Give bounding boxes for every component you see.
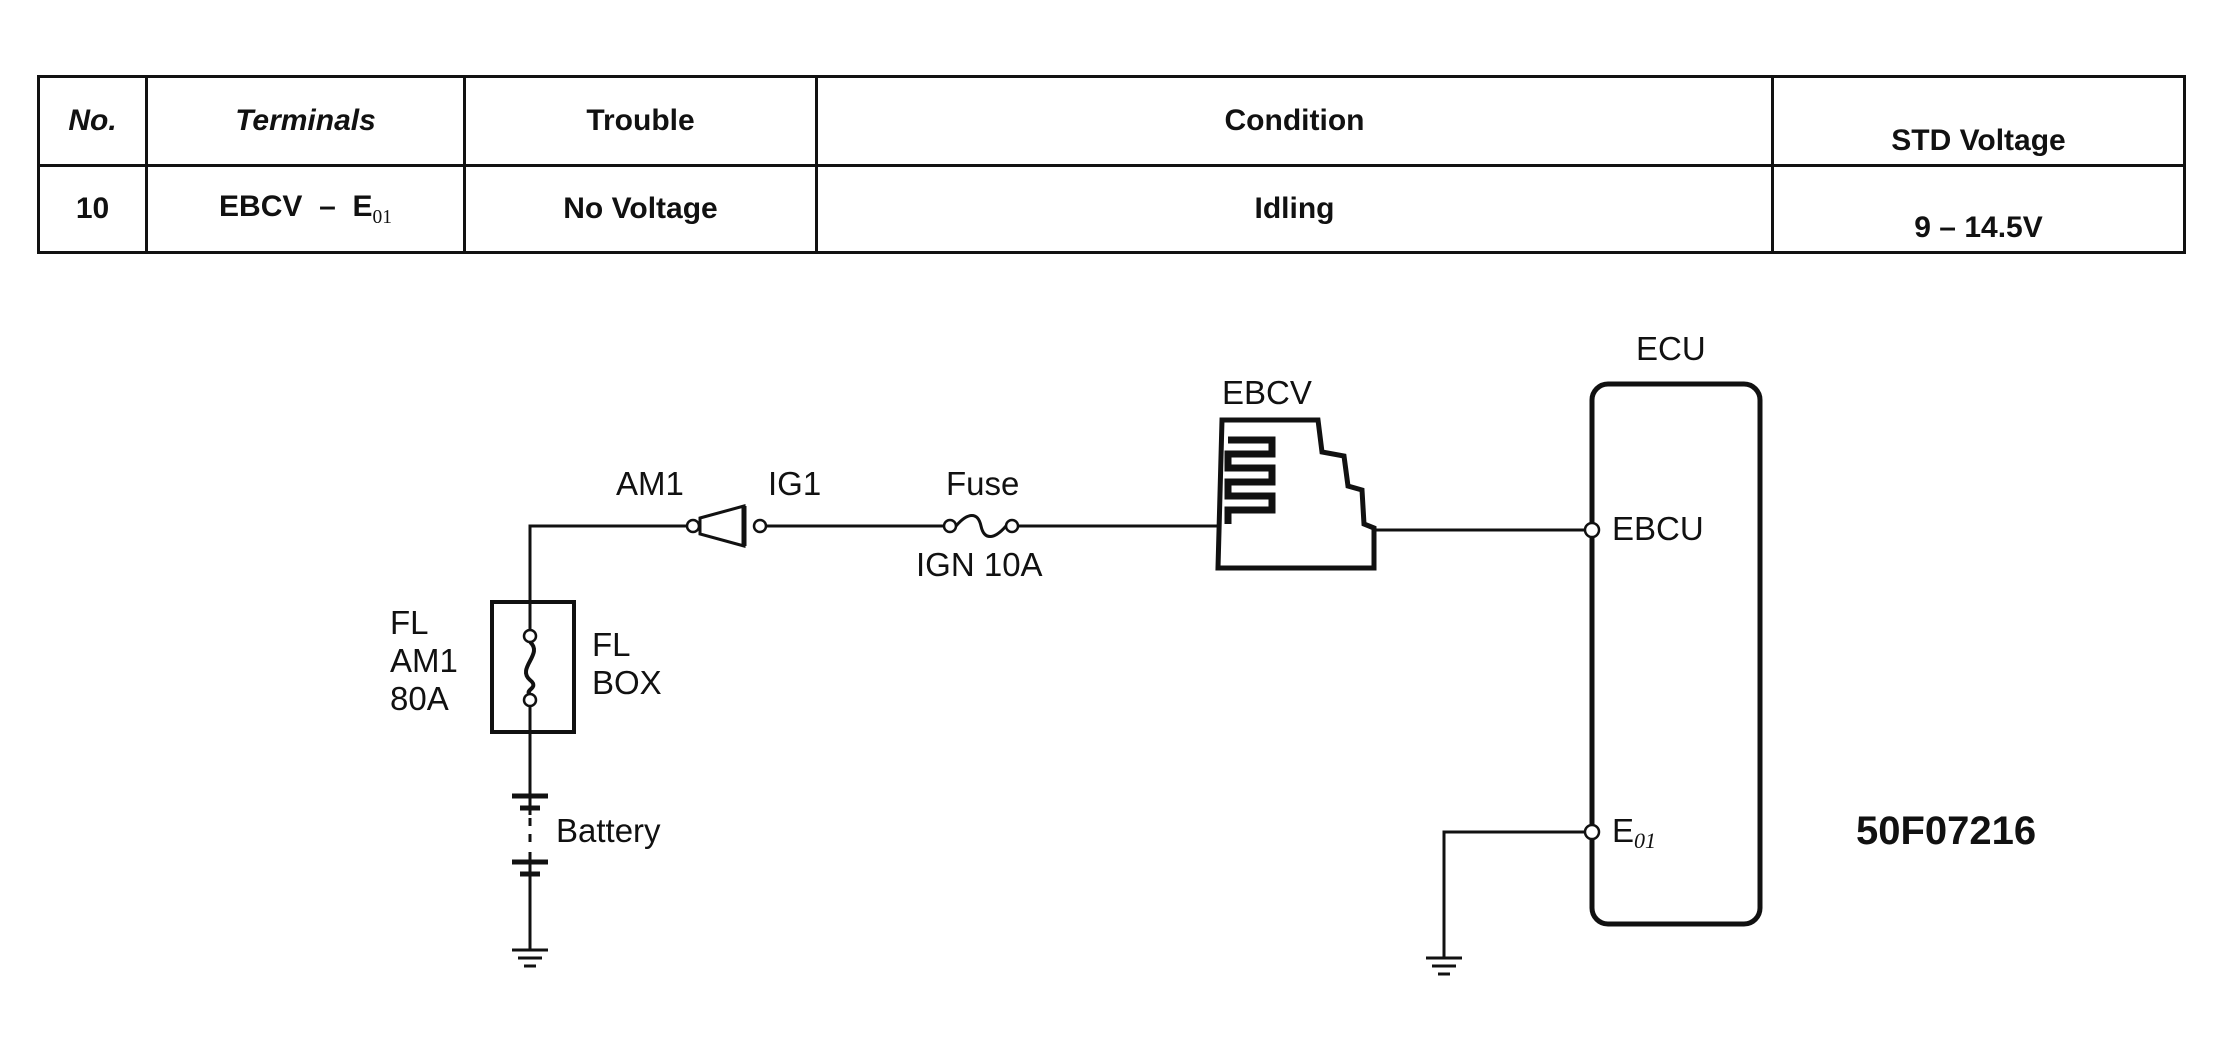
fl-box-line-1: FL xyxy=(592,626,631,663)
table-header-row: No. Terminals Trouble Condition STD Volt… xyxy=(37,75,2186,167)
e01-base: E xyxy=(1612,812,1634,849)
fuse-label: Fuse xyxy=(946,465,1019,502)
cell-terminals: EBCV – E01 xyxy=(145,164,466,254)
ecu-box xyxy=(1583,381,1763,927)
header-no: No. xyxy=(37,75,148,167)
ign-fuse-icon xyxy=(942,514,1020,538)
switch-label-am1: AM1 xyxy=(616,465,684,502)
terminal-to-base: E xyxy=(352,189,373,223)
ecu-title: ECU xyxy=(1636,330,1706,367)
ebcu-terminal-label: EBCU xyxy=(1612,510,1704,547)
fl-box-line-2: BOX xyxy=(592,664,662,701)
battery-ground-icon xyxy=(512,910,548,968)
terminal-separator: – xyxy=(319,189,336,223)
cell-condition: Idling xyxy=(815,164,1774,254)
terminal-to: E01 xyxy=(352,189,392,228)
cell-no: 10 xyxy=(37,164,148,254)
e01-sub: 01 xyxy=(1634,828,1656,853)
ignition-switch-icon xyxy=(685,504,768,548)
ebcv-title: EBCV xyxy=(1222,374,1312,411)
fusible-link-line-1: FL xyxy=(390,604,429,641)
ecu-ground-icon xyxy=(1426,956,1462,976)
fusible-link-line-3: 80A xyxy=(390,680,449,717)
spec-table: No. Terminals Trouble Condition STD Volt… xyxy=(37,75,2186,254)
fusible-link-box-icon xyxy=(490,600,576,734)
header-condition: Condition xyxy=(815,75,1774,167)
ebcv-solenoid-icon xyxy=(1215,417,1377,571)
wire-e01-to-ground xyxy=(1442,830,1592,958)
header-trouble: Trouble xyxy=(463,75,818,167)
terminal-to-sub: 01 xyxy=(372,206,392,228)
switch-label-ig1: IG1 xyxy=(768,465,821,502)
battery-label: Battery xyxy=(556,812,661,849)
terminal-from: EBCV xyxy=(219,189,303,223)
table-row: 10 EBCV – E01 No Voltage Idling 9 – 14.5… xyxy=(37,164,2186,254)
fusible-link-line-2: AM1 xyxy=(390,642,458,679)
cell-trouble: No Voltage xyxy=(463,164,818,254)
wires xyxy=(528,524,1592,958)
header-std-voltage: STD Voltage xyxy=(1771,75,2186,167)
cell-std-voltage: 9 – 14.5V xyxy=(1771,164,2186,254)
e01-terminal-icon xyxy=(1583,823,1601,841)
wire-battery-to-switch xyxy=(528,524,688,910)
ebcu-terminal-icon xyxy=(1583,521,1601,539)
header-terminals: Terminals xyxy=(145,75,466,167)
e01-terminal-label: E01 xyxy=(1612,812,1656,853)
fuse-rating: IGN 10A xyxy=(916,546,1043,583)
battery-icon xyxy=(512,793,548,877)
figure-code: 50F07216 xyxy=(1856,809,2036,853)
